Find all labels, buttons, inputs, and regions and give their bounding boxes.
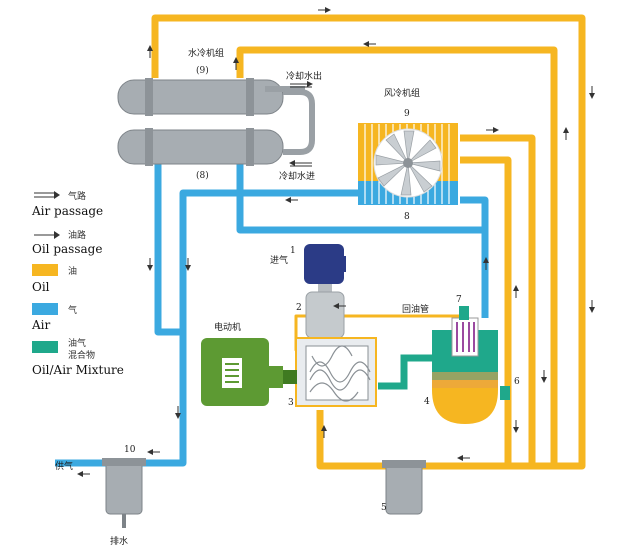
legend-air-passage-en: Air passage	[32, 204, 104, 218]
gas-supply-label: 供气	[55, 460, 73, 472]
intake-valve	[305, 284, 345, 339]
legend-air-zh: 气	[68, 306, 78, 316]
cooling-water-in-label: 冷却水进	[279, 170, 315, 182]
num-3: 3	[288, 398, 294, 408]
oil-return-label: 回油管	[402, 303, 429, 315]
num-10: 10	[124, 445, 136, 455]
legend-oil-passage-zh: 油路	[68, 231, 87, 241]
legend-air-passage-zh: 气路	[68, 192, 87, 202]
num-7: 7	[456, 295, 462, 305]
num-4: 4	[424, 397, 430, 407]
air-filter	[304, 244, 346, 284]
intake-label: 进气	[270, 254, 288, 266]
num-5: 5	[381, 503, 387, 513]
air-cooler-unit	[358, 123, 458, 205]
oil-swatch	[32, 264, 58, 276]
oil-pipe-bottom	[316, 410, 582, 470]
motor	[201, 338, 297, 406]
drain-label: 排水	[110, 535, 128, 547]
cooling-water-out-label: 冷却水出	[286, 70, 322, 82]
legend-mixture-zh-2: 混合物	[68, 351, 96, 361]
water-cooler-unit	[117, 78, 315, 166]
water-cooler-u-bend	[283, 89, 315, 155]
water-cooler-top	[117, 79, 284, 115]
water-cooler-label: 水冷机组	[188, 47, 224, 59]
legend-air-en: Air	[32, 318, 51, 332]
air-cooler-num-8: 8	[404, 212, 410, 222]
oil-pipe-aircooler-out	[460, 134, 536, 466]
num-6: 6	[514, 377, 520, 387]
oil-pipe-second	[236, 46, 558, 466]
oil-pipe-aircooler-in	[460, 156, 512, 466]
water-separator	[102, 458, 146, 528]
water-cooler-num-bottom: (8)	[196, 170, 209, 181]
air-cooler-label: 风冷机组	[384, 87, 420, 99]
air-passage-icon	[34, 191, 60, 199]
air-swatch	[32, 303, 58, 315]
legend-mixture-en: Oil/Air Mixture	[32, 363, 124, 377]
water-cooler-bottom	[117, 129, 284, 165]
air-pipe-wc-left	[154, 160, 183, 336]
legend-oil-en: Oil	[32, 280, 50, 294]
mixture-swatch	[32, 341, 58, 353]
compressor	[295, 337, 377, 407]
oil-passage-icon	[34, 231, 60, 239]
motor-label: 电动机	[214, 321, 241, 333]
mixture-pipe	[378, 354, 432, 390]
legend-oil-passage-en: Oil passage	[32, 242, 103, 256]
water-cooler-num-top: (9)	[196, 65, 209, 76]
num-1: 1	[290, 246, 296, 256]
water-arrows	[289, 81, 313, 167]
oil-filter	[382, 460, 426, 515]
oil-pipes	[151, 14, 586, 470]
flow-arrows	[77, 7, 595, 477]
separator-tank	[432, 306, 510, 424]
num-2: 2	[296, 303, 302, 313]
legend-oil-zh: 油	[68, 267, 78, 277]
air-cooler-num-9: 9	[404, 109, 410, 119]
legend-mixture-zh-1: 油气	[68, 339, 87, 349]
